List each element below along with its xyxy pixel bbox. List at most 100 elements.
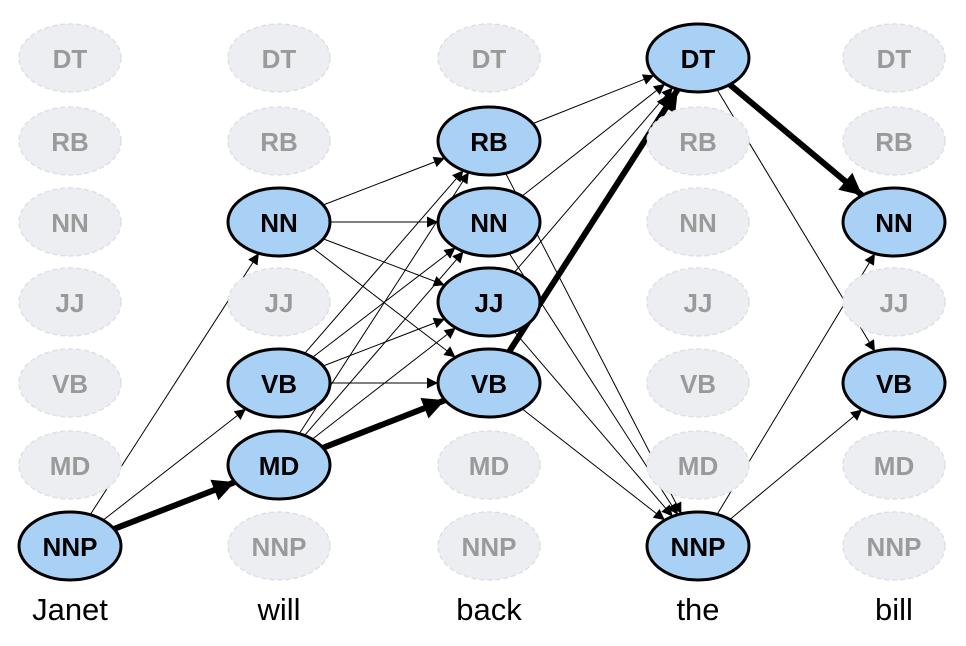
node-shape: [436, 105, 542, 177]
edge-nn-back-to-dt-the: [521, 83, 666, 197]
word-janet: Janet: [32, 592, 108, 627]
node-label: VB: [52, 369, 88, 399]
node-label: NN: [470, 208, 508, 238]
node-dt-will: DT: [227, 23, 331, 93]
node-label: DT: [877, 44, 912, 74]
edge-jj-back-to-nnp-the: [513, 331, 674, 517]
node-shape: [18, 23, 122, 93]
node-shape: [227, 511, 331, 581]
node-label: DT: [262, 44, 297, 74]
node-shape: [437, 430, 541, 500]
node-shape: [842, 106, 946, 176]
node-shape: [436, 186, 542, 258]
node-shape: [646, 348, 750, 418]
node-shape: [841, 186, 947, 258]
node-shape: [842, 511, 946, 581]
node-label: NN: [679, 208, 717, 238]
node-rb-back: RB: [436, 105, 542, 177]
node-shape: [842, 267, 946, 337]
node-shape: [437, 511, 541, 581]
node-vb-bill: VB: [841, 347, 947, 419]
node-shape: [226, 429, 332, 501]
edge-dt-the-to-nn-bill: [727, 82, 865, 198]
word-bill: bill: [875, 592, 913, 627]
node-label: JJ: [684, 288, 713, 318]
node-vb-will: VB: [226, 347, 332, 419]
node-nn-janet: NN: [18, 187, 122, 257]
node-label: VB: [471, 369, 507, 399]
node-label: NNP: [43, 532, 98, 562]
node-md-back: MD: [437, 430, 541, 500]
node-label: MD: [469, 451, 509, 481]
node-label: NNP: [252, 532, 307, 562]
node-nnp-the: NNP: [645, 510, 751, 582]
node-rb-janet: RB: [18, 106, 122, 176]
word-will: will: [256, 592, 300, 627]
node-nn-will: NN: [226, 186, 332, 258]
node-label: RB: [260, 127, 298, 157]
tag-nodes: DT RB NN JJ VB MD NNP DT RB NN JJ VB MD NNP DT RB NN JJ VB…: [17, 22, 947, 582]
node-shape: [227, 106, 331, 176]
node-shape: [437, 23, 541, 93]
node-label: MD: [50, 451, 90, 481]
node-label: VB: [680, 369, 716, 399]
node-nn-bill: NN: [841, 186, 947, 258]
node-md-will: MD: [226, 429, 332, 501]
node-vb-back: VB: [436, 347, 542, 419]
node-dt-bill: DT: [842, 23, 946, 93]
node-shape: [226, 347, 332, 419]
edge-nnp-janet-to-md-will: [113, 479, 236, 532]
edge-md-will-to-nn-back: [304, 251, 464, 436]
node-shape: [18, 267, 122, 337]
node-shape: [646, 267, 750, 337]
node-label: NN: [875, 208, 913, 238]
node-label: NNP: [671, 532, 726, 562]
node-shape: [436, 266, 542, 338]
node-label: MD: [874, 451, 914, 481]
word-the: the: [676, 592, 719, 627]
node-md-janet: MD: [18, 430, 122, 500]
node-shape: [436, 347, 542, 419]
node-label: NN: [260, 208, 298, 238]
node-dt-back: DT: [437, 23, 541, 93]
node-shape: [842, 430, 946, 500]
node-label: VB: [876, 369, 912, 399]
node-jj-back: JJ: [436, 266, 542, 338]
node-label: JJ: [56, 288, 85, 318]
node-shape: [645, 22, 751, 94]
node-shape: [17, 510, 123, 582]
node-label: RB: [51, 127, 89, 157]
node-nn-back: NN: [436, 186, 542, 258]
edge-jj-back-to-dt-the: [513, 87, 674, 273]
node-md-bill: MD: [842, 430, 946, 500]
node-shape: [227, 23, 331, 93]
node-jj-janet: JJ: [18, 267, 122, 337]
node-dt-the: DT: [645, 22, 751, 94]
node-rb-will: RB: [227, 106, 331, 176]
node-label: DT: [53, 44, 88, 74]
node-nnp-bill: NNP: [842, 511, 946, 581]
node-shape: [18, 348, 122, 418]
node-label: VB: [261, 369, 297, 399]
node-label: JJ: [880, 288, 909, 318]
edge-md-will-to-jj-back: [311, 327, 457, 440]
edge-vb-back-to-nnp-the: [521, 408, 666, 521]
node-label: NNP: [462, 532, 517, 562]
edge-md-will-to-vb-back: [321, 397, 447, 451]
node-nnp-will: NNP: [227, 511, 331, 581]
edge-rb-back-to-dt-the: [532, 74, 655, 125]
node-shape: [645, 510, 751, 582]
edge-vb-will-to-rb-back: [304, 170, 464, 354]
node-vb-janet: VB: [18, 348, 122, 418]
node-shape: [646, 187, 750, 257]
node-label: NNP: [867, 532, 922, 562]
edge-vb-will-to-jj-back: [322, 317, 446, 367]
node-md-the: MD: [646, 430, 750, 500]
node-jj-bill: JJ: [842, 267, 946, 337]
node-shape: [18, 187, 122, 257]
node-rb-bill: RB: [842, 106, 946, 176]
node-label: MD: [259, 451, 299, 481]
node-shape: [18, 430, 122, 500]
